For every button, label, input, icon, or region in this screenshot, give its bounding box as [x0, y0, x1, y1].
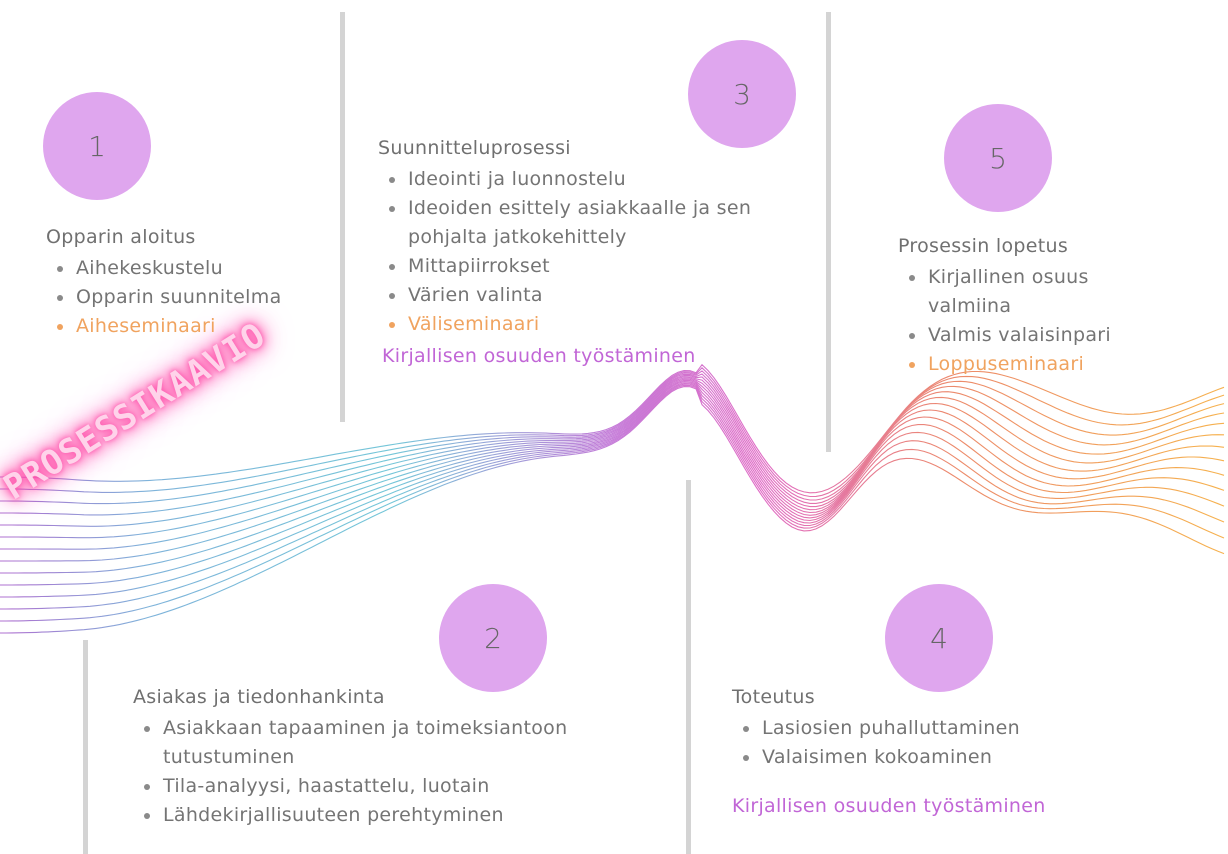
wave-line [0, 373, 1225, 516]
wave-line [0, 384, 1225, 622]
step-5-title: Prosessin lopetus [898, 235, 1069, 257]
step-4-title: Toteutus [732, 686, 815, 708]
divider-top-right [826, 12, 831, 452]
wave-line [0, 367, 1225, 498]
step-1-list: Aihekeskustelu Opparin suunnitelma Aihes… [46, 254, 326, 341]
step-5-list: Kirjallinen osuus valmiina Valmis valais… [898, 263, 1138, 379]
divider-bottom-right [686, 480, 691, 854]
wave-line [0, 376, 1225, 539]
list-item: Opparin suunnitelma [46, 283, 326, 312]
list-item: Tila-analyysi, haastattelu, luotain [133, 772, 653, 801]
divider-bottom-left [83, 640, 88, 854]
list-item: Kirjallinen osuus valmiina [898, 263, 1138, 321]
wave-line [0, 377, 1225, 550]
step-5-number: 5 [944, 104, 1052, 212]
step-2-number: 2 [439, 584, 547, 692]
step-1-block: Opparin aloitus Aihekeskustelu Opparin s… [46, 226, 326, 341]
wave-line [0, 370, 1225, 505]
list-item: Lasiosien puhalluttaminen [732, 714, 1072, 743]
seminar-item: Loppuseminaari [898, 350, 1138, 379]
step-2-block: Asiakas ja tiedonhankinta Asiakkaan tapa… [133, 686, 653, 830]
step-4-block: Toteutus Lasiosien puhalluttaminen Valai… [732, 686, 1072, 772]
list-item: Asiakkaan tapaaminen ja toimeksiantoon t… [133, 714, 653, 772]
wave-line [0, 374, 1225, 527]
step-3-title: Suunnitteluprosessi [378, 137, 571, 159]
wave-line [0, 383, 1225, 610]
list-item: Ideoiden esittely asiakkaalle ja sen poh… [378, 194, 808, 252]
seminar-item: Väliseminaari [378, 310, 808, 339]
list-item: Valaisimen kokoaminen [732, 743, 1072, 772]
step-4-number: 4 [885, 584, 993, 692]
wave-line [0, 363, 1225, 494]
step-1-title: Opparin aloitus [46, 226, 196, 248]
step-4-writing-note: Kirjallisen osuuden työstäminen [732, 795, 1046, 817]
step-2-list: Asiakkaan tapaaminen ja toimeksiantoon t… [133, 714, 653, 830]
step-5-block: Prosessin lopetus Kirjallinen osuus valm… [898, 235, 1138, 379]
wave-line [0, 379, 1225, 574]
step-1-number: 1 [43, 92, 151, 200]
divider-top-left [340, 12, 345, 422]
list-item: Lähdekirjallisuuteen perehtyminen [133, 801, 653, 830]
step-3-number: 3 [688, 40, 796, 148]
list-item: Aihekeskustelu [46, 254, 326, 283]
step-3-block: Suunnitteluprosessi Ideointi ja luonnost… [378, 137, 808, 339]
list-item: Mittapiirrokset [378, 252, 808, 281]
wave-line [0, 381, 1225, 586]
step-3-writing-note: Kirjallisen osuuden työstäminen [382, 345, 696, 367]
step-3-list: Ideointi ja luonnostelu Ideoiden esittel… [378, 165, 808, 339]
wave-line [0, 378, 1225, 562]
step-4-list: Lasiosien puhalluttaminen Valaisimen kok… [732, 714, 1072, 772]
wave-line [0, 386, 1225, 634]
wave-line [0, 382, 1225, 598]
seminar-item: Aiheseminaari [46, 312, 326, 341]
list-item: Valmis valaisinpari [898, 321, 1138, 350]
list-item: Ideointi ja luonnostelu [378, 165, 808, 194]
step-2-title: Asiakas ja tiedonhankinta [133, 686, 385, 708]
list-item: Värien valinta [378, 281, 808, 310]
